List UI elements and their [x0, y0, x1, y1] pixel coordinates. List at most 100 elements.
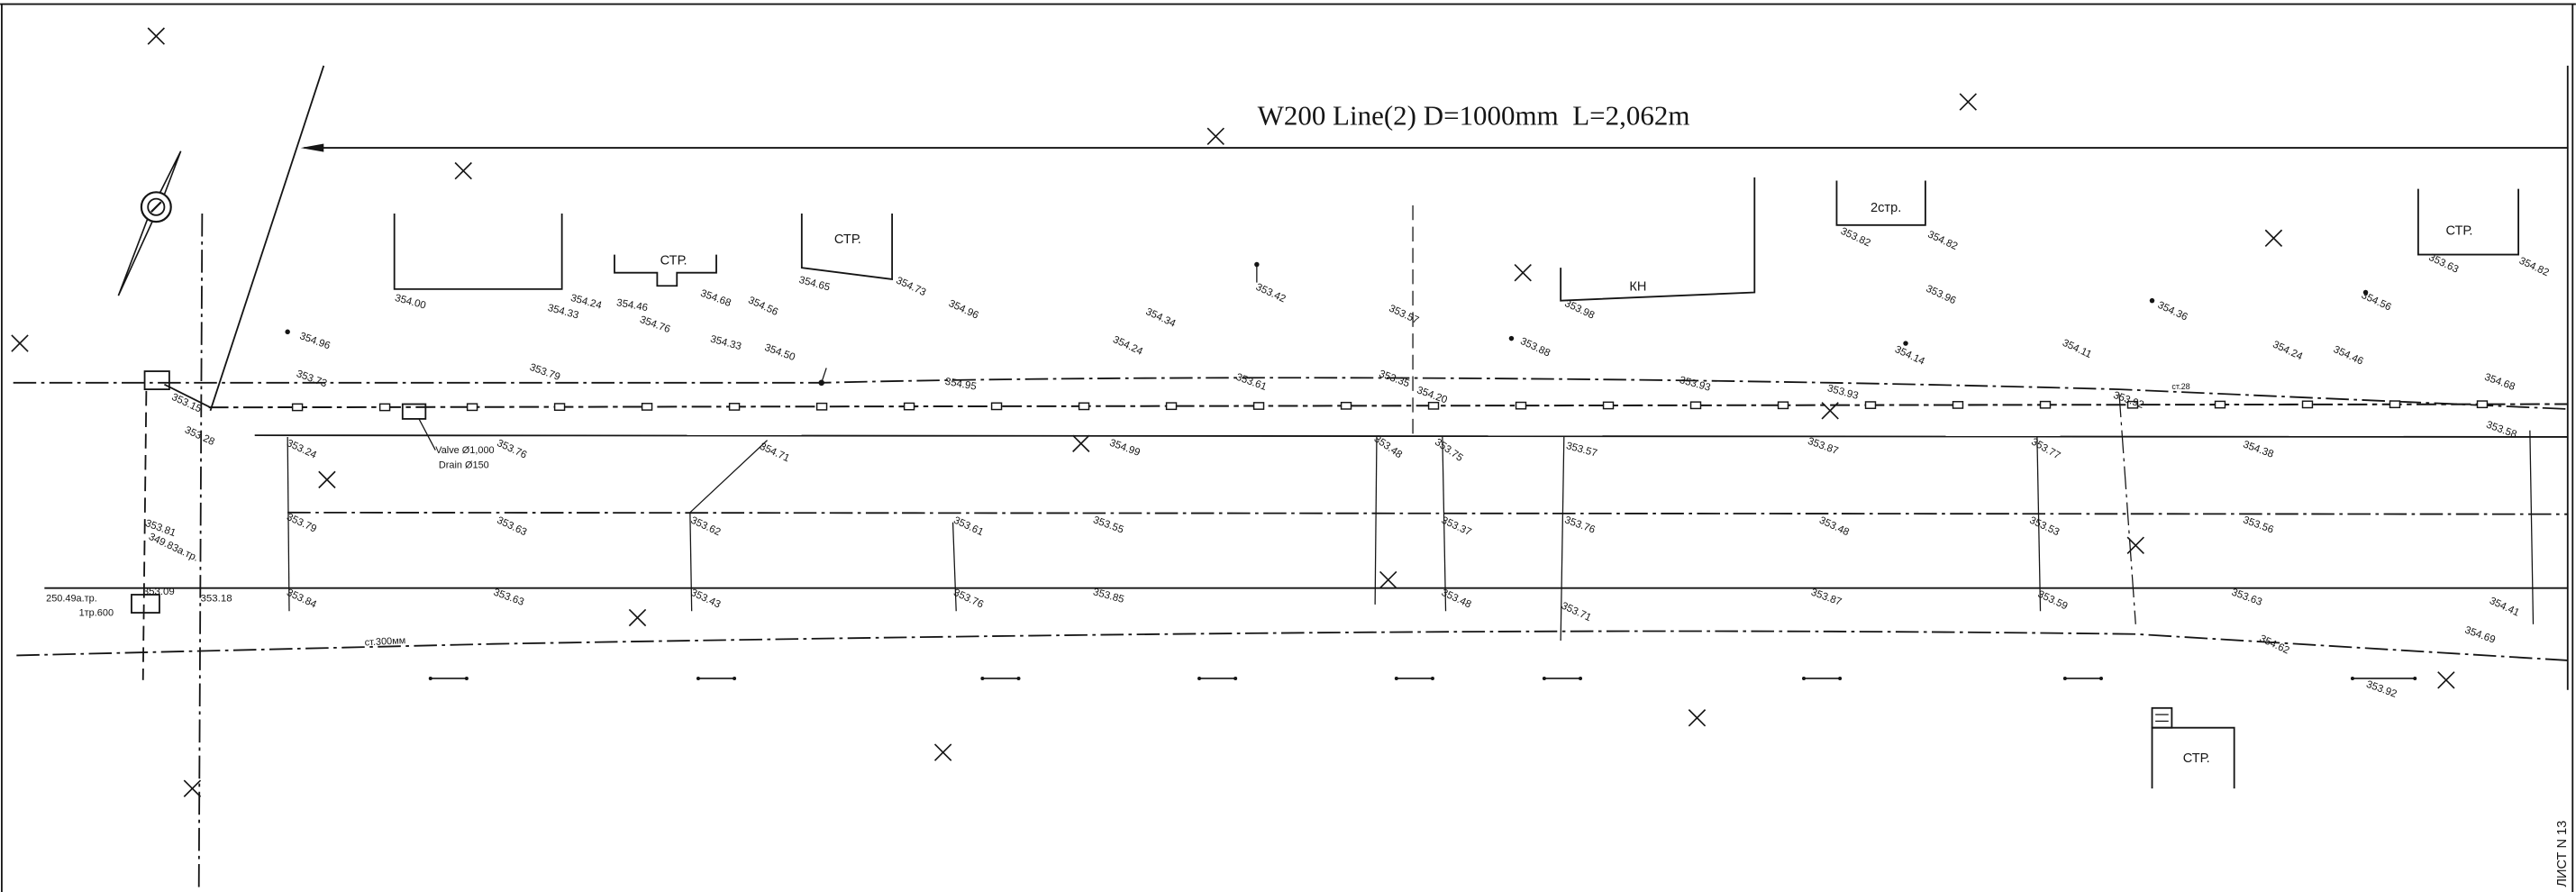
grid-cross-mark: [1206, 127, 1224, 146]
elevation-label: 354.50: [763, 342, 796, 363]
building-5: СТР.: [2417, 188, 2519, 256]
elevation-label: 354.33: [546, 303, 579, 322]
pipeline-marker: [990, 402, 1003, 411]
elevation-label: 353.63: [2230, 587, 2263, 608]
elevation-label: 353.55: [1092, 514, 1125, 535]
chamber-box-top: [143, 370, 170, 391]
elevation-label: 354.24: [1111, 334, 1144, 358]
boundary-vertical-line: [197, 214, 204, 887]
elevation-label: 353.57: [1565, 441, 1598, 460]
pipeline-marker: [728, 403, 741, 411]
pipeline-marker: [2476, 400, 2489, 409]
elevation-label: 353.59: [2036, 589, 2070, 613]
pipeline-marker: [1952, 401, 1964, 409]
ground-marker: [1394, 676, 1434, 680]
elevation-label: 354.99: [1108, 438, 1142, 459]
post-note: ст.28: [2171, 382, 2189, 391]
pipeline-marker: [1427, 401, 1440, 410]
pipeline-marker: [1515, 401, 1527, 410]
building-label: СТР.: [660, 254, 687, 269]
elevation-label: 353.85: [1092, 587, 1125, 605]
pipeline-marker: [903, 402, 915, 411]
grid-cross-mark: [933, 743, 952, 761]
drawing-frame: [0, 3, 2576, 892]
grid-cross-mark: [147, 27, 166, 45]
pipeline-marker: [1078, 402, 1090, 411]
elevation-label: 354.68: [2483, 372, 2517, 393]
grid-cross-mark: [2126, 536, 2144, 555]
elevation-label: 353.88: [1518, 336, 1552, 360]
elevation-label: 354.62: [2258, 633, 2291, 657]
pipeline-dimension: W200 Line(2) D=1000mm L=2,062m: [300, 65, 2569, 690]
elevation-label: 353.84: [285, 587, 318, 611]
pipeline-marker: [553, 403, 566, 411]
elevation-label: 354.33: [709, 334, 742, 353]
left-callout: 250.49а.тр. 1тр.600: [46, 593, 114, 618]
building-4: 2стр.: [1835, 180, 1926, 226]
road-centerline: [287, 511, 2568, 515]
elevation-label: 353.48: [1440, 587, 1473, 611]
grid-crosses: [11, 27, 2455, 797]
elevation-label: 354.24: [2271, 340, 2304, 363]
pipeline-marker: [815, 402, 828, 411]
elevation-label: 353.76: [495, 438, 528, 461]
north-arrow-icon: [117, 150, 182, 296]
pipeline-marker: [1602, 401, 1615, 410]
elevation-label: 353.28: [183, 424, 216, 448]
building-3: КН: [1560, 177, 1756, 302]
valve-note-line2: Drain Ø150: [439, 460, 489, 471]
elevation-label: 353.82: [1839, 226, 1872, 250]
sheet-label: ЛИСТ N 13: [2555, 821, 2570, 887]
elevation-label: 354.36: [2156, 300, 2189, 323]
grid-cross-mark: [318, 470, 336, 489]
pipeline-marker: [378, 403, 391, 412]
elevation-label: 354.71: [758, 441, 791, 465]
survey-boundary-line: [209, 65, 325, 412]
building-outline: [393, 214, 563, 290]
elevation-label: 354.96: [947, 298, 980, 322]
pipeline-marker: [466, 403, 478, 412]
elevation-label: 353.79: [528, 362, 561, 383]
elevation-label: 353.93: [1826, 383, 1860, 402]
pipeline-marker: [2039, 400, 2052, 409]
valve-note-line1: Valve Ø1,000: [435, 445, 494, 456]
left-note-line2: 1тр.600: [79, 608, 114, 619]
elevation-label: 353.77: [2029, 436, 2062, 461]
elevation-label: 354.46: [2332, 344, 2365, 368]
elevation-label: 354.56: [746, 295, 779, 318]
elevation-label: 353.87: [1807, 436, 1840, 457]
elevation-label: 353.56: [2242, 514, 2275, 535]
ground-marker: [2350, 676, 2417, 680]
elevation-label: 353.53: [2027, 515, 2061, 539]
elevation-label: 353.18: [201, 593, 232, 604]
boundary-vertical-line-left: [141, 390, 148, 680]
valve-box: [401, 403, 427, 420]
pipeline-marker: [1777, 401, 1789, 410]
pipeline-marker: [291, 403, 304, 412]
ground-marker: [1801, 676, 1843, 680]
elevation-label: 354.00: [394, 293, 427, 312]
elevation-label: 354.11: [2061, 338, 2093, 360]
pipeline-marker: [1689, 401, 1702, 410]
grid-cross-mark: [454, 161, 472, 180]
elevation-label: 354.14: [1893, 344, 1926, 368]
pipeline-start-connector: [164, 383, 211, 408]
elevation-label: 354.82: [2517, 256, 2551, 279]
elevation-label: 353.71: [1560, 600, 1593, 623]
fence-line-bottom: [16, 630, 2568, 661]
elevation-label: 353.63: [495, 515, 528, 539]
fence-line-top: [13, 377, 2568, 410]
building-label: СТР.: [2445, 224, 2472, 239]
elevation-label: 353.73: [295, 369, 328, 389]
elevation-label: 354.82: [1925, 229, 1959, 252]
pipeline-marker: [1864, 401, 1877, 409]
elevation-label: 354.65: [797, 275, 831, 294]
elevation-label: 353.87: [1809, 587, 1843, 608]
pipeline-title: W200 Line(2) D=1000mm L=2,062m: [1258, 100, 1690, 132]
left-note-line1: 250.49а.тр.: [46, 593, 97, 604]
pipeline-marker: [2126, 400, 2139, 409]
building-label: 2стр.: [1871, 201, 1901, 215]
pipeline-marker: [641, 403, 653, 411]
elevation-labels: 354.96 353.73 353.79 354.00 354.33 354.24 354.…: [143, 226, 2551, 700]
